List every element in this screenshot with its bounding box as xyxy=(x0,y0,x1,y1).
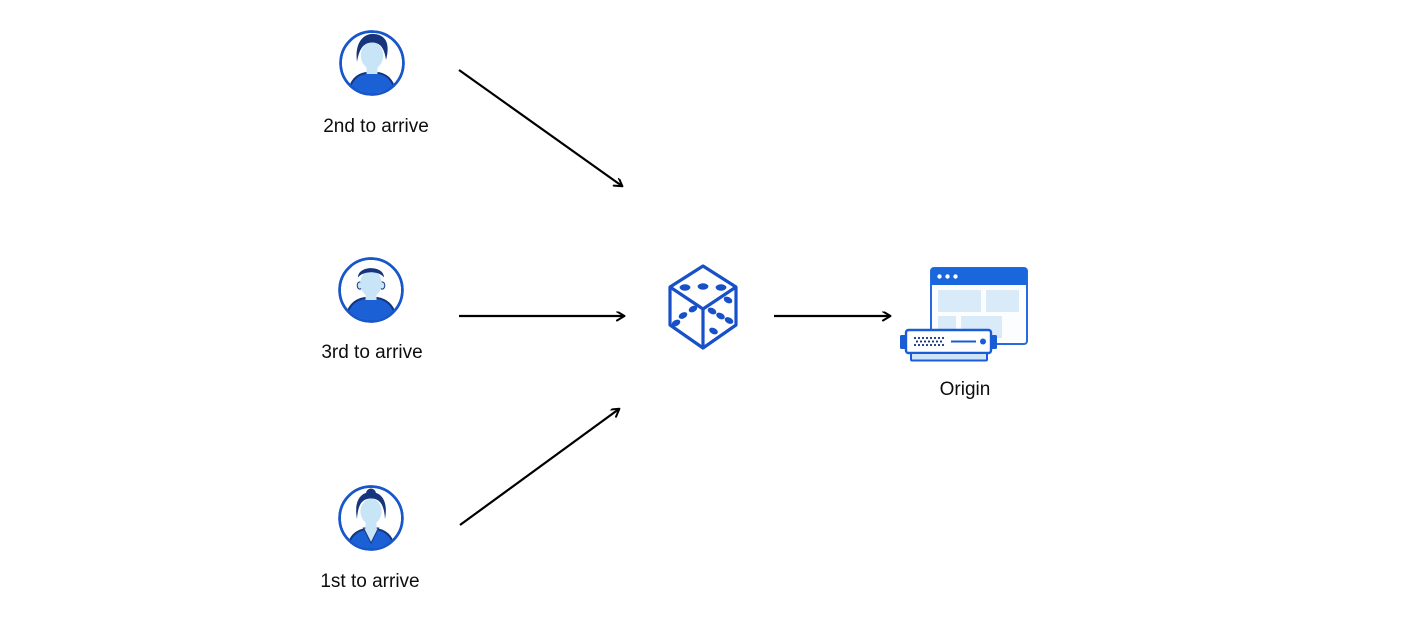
male-avatar-flat-top-icon xyxy=(338,257,404,323)
node-client-third xyxy=(338,257,404,323)
node-origin xyxy=(898,263,1030,365)
dice-icon xyxy=(668,264,738,350)
node-client-second xyxy=(339,30,405,96)
node-client-first xyxy=(338,485,404,551)
server-icon xyxy=(900,328,997,362)
male-avatar-swept-hair-icon xyxy=(339,30,405,96)
node-label-client-first: 1st to arrive xyxy=(320,571,420,592)
browser-window-icon xyxy=(930,267,1028,345)
node-label-origin: Origin xyxy=(939,379,991,400)
female-avatar-bun-icon xyxy=(338,485,404,551)
edge-first-to-dice xyxy=(459,409,619,526)
edge-second-to-dice xyxy=(458,69,622,186)
node-label-client-third: 3rd to arrive xyxy=(321,342,423,363)
node-selector xyxy=(665,264,741,350)
node-label-client-second: 2nd to arrive xyxy=(323,116,429,137)
origin-server-browser-icon xyxy=(900,267,1028,362)
